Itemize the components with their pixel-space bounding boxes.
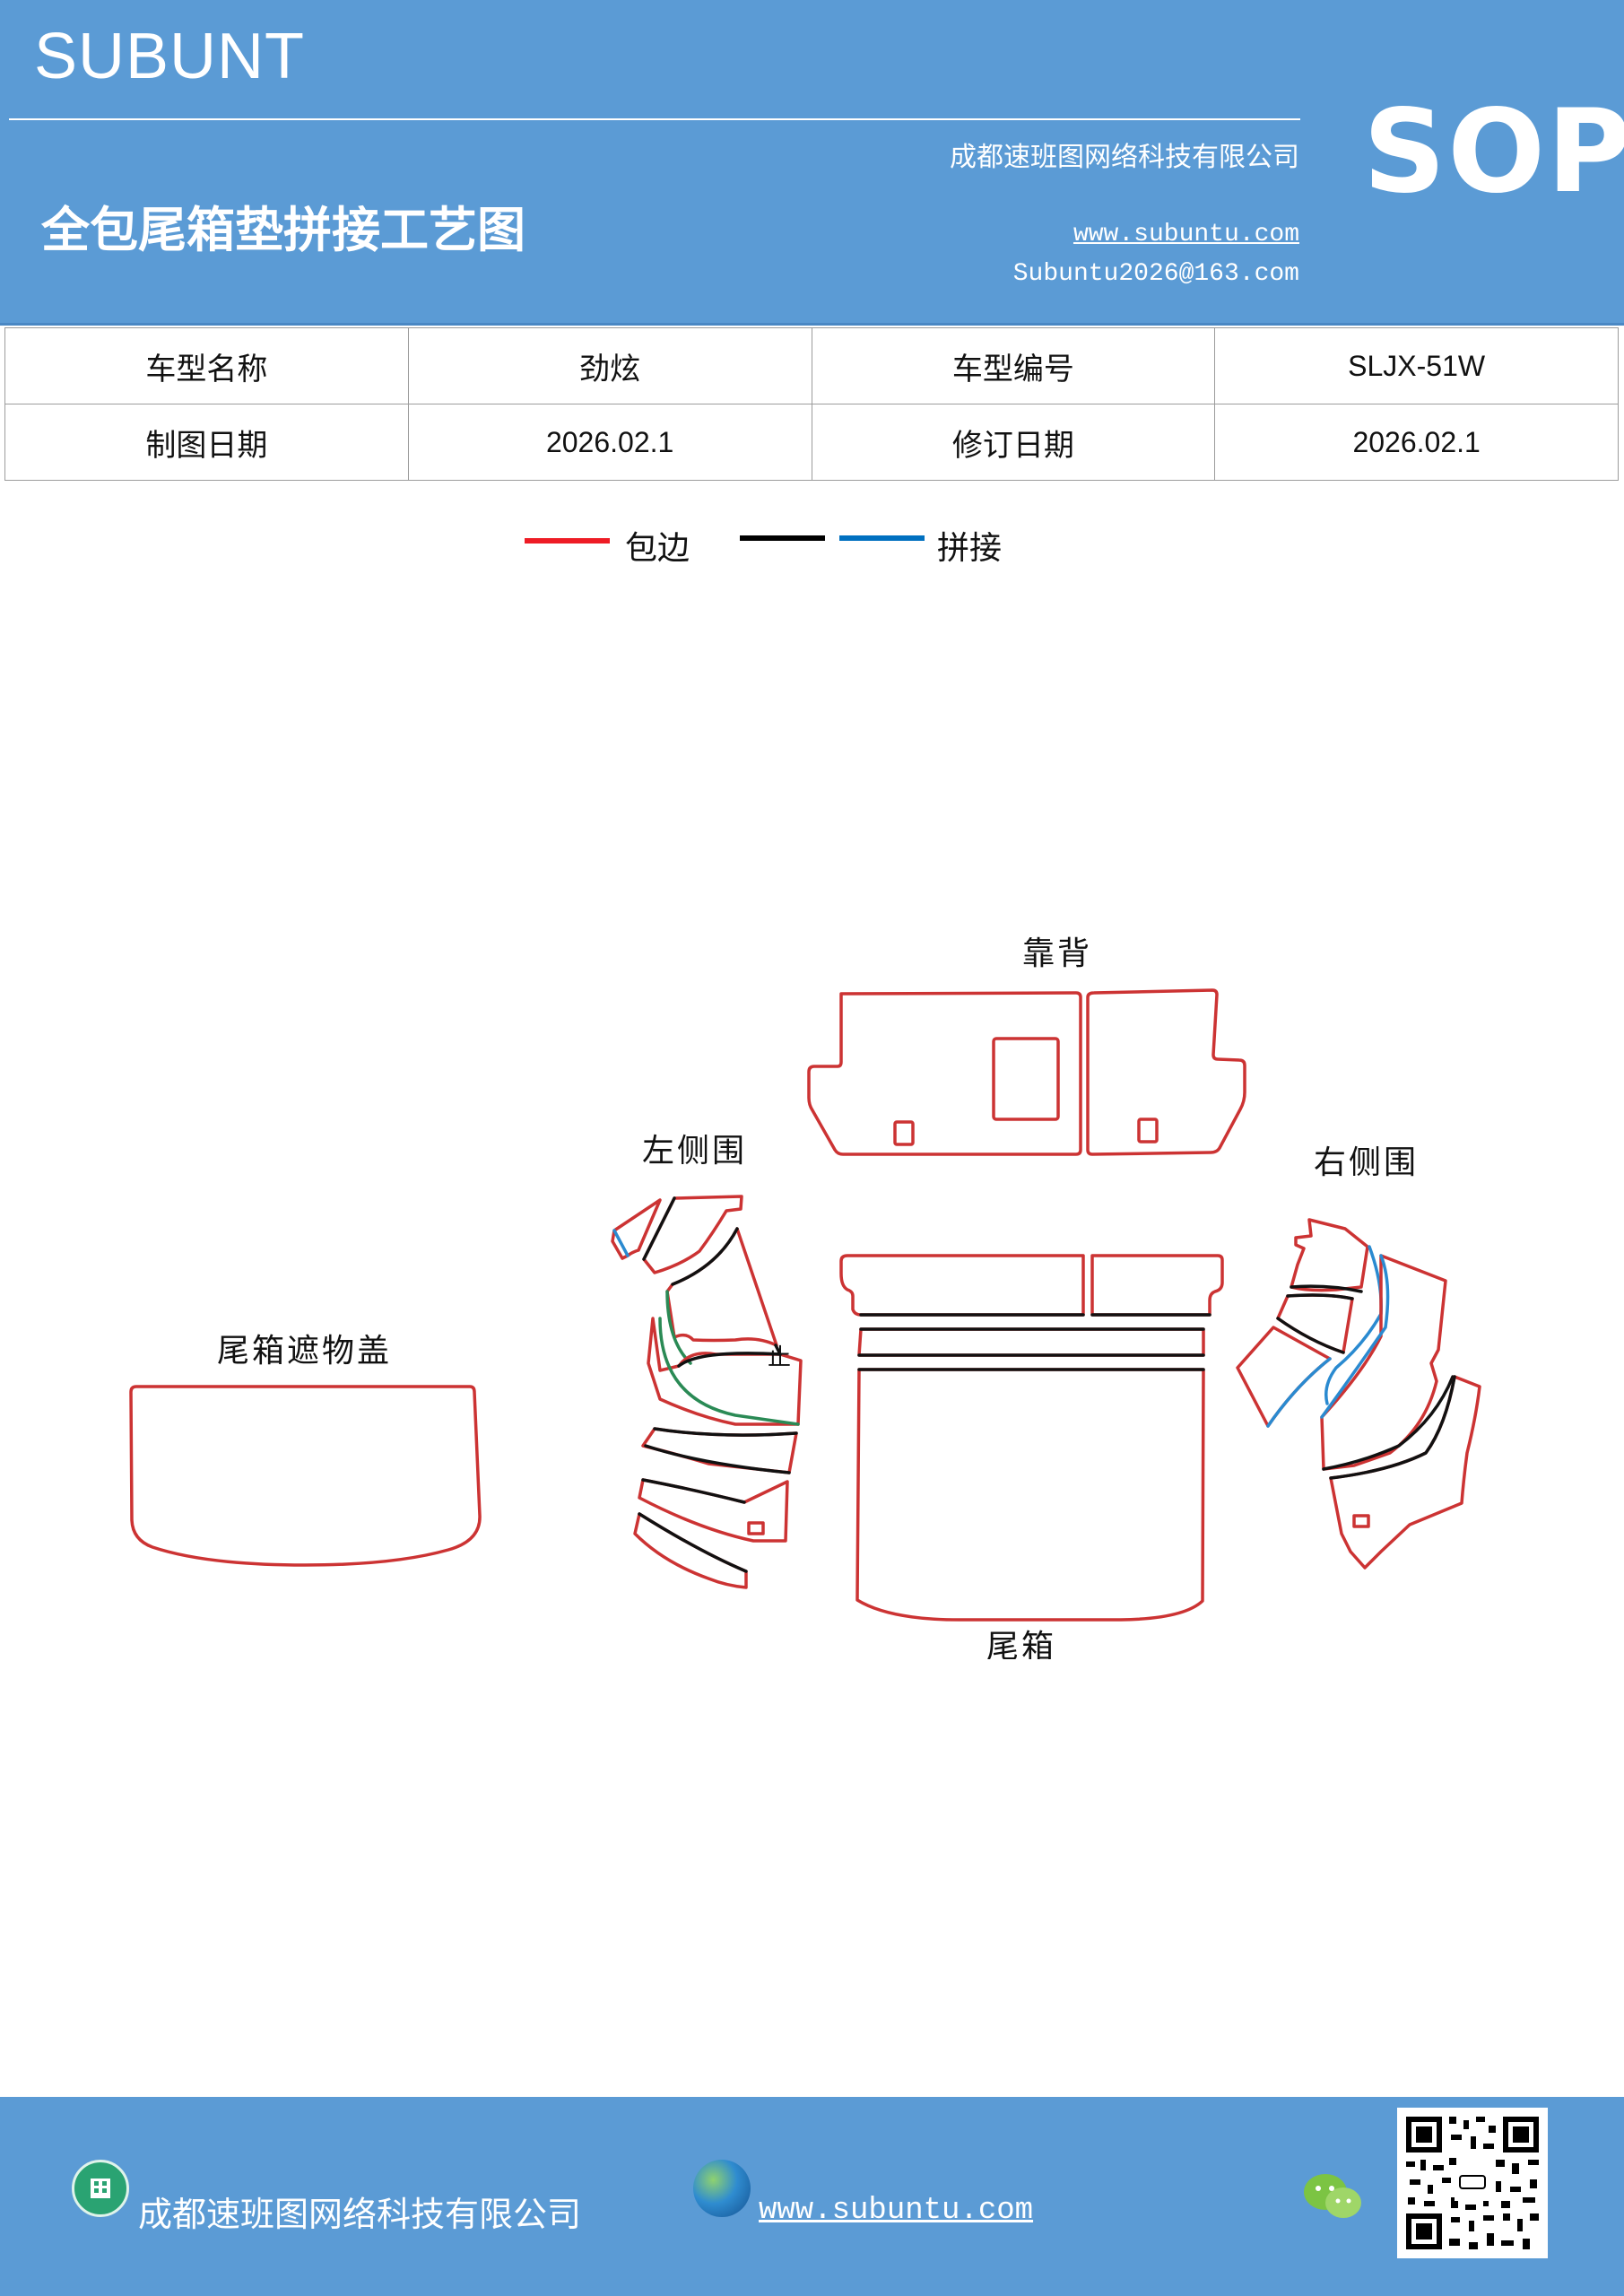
legend: 包边 拼接 (0, 520, 1624, 574)
company-name: 成都速班图网络科技有限公司 (950, 142, 1299, 173)
vehicle-info-table: 车型名称 劲炫 车型编号 SLJX-51W 制图日期 2026.02.1 修订日… (4, 327, 1619, 481)
model-code-value: SLJX-51W (1214, 327, 1619, 404)
draw-date-value: 2026.02.1 (407, 404, 812, 481)
trunk-pieces (839, 1254, 1224, 1622)
label-left-side: 左侧围 (642, 1133, 747, 1170)
label-cargo-cover: 尾箱遮物盖 (217, 1333, 392, 1370)
legend-label-edge: 包边 (625, 530, 690, 567)
revision-date-label: 修订日期 (811, 404, 1216, 481)
model-name-value: 劲炫 (407, 327, 812, 404)
legend-label-splice: 拼接 (937, 530, 1003, 567)
footer-banner: 成都速班图网络科技有限公司 www.subuntu.com (0, 2097, 1624, 2296)
legend-swatch-edge (525, 538, 610, 544)
label-trunk: 尾箱 (986, 1629, 1056, 1659)
left-side-pieces: 止 (611, 1195, 803, 1589)
globe-icon (693, 2160, 751, 2217)
brand-name: SUBUNT (34, 21, 306, 92)
footer-website-link[interactable]: www.subuntu.com (759, 2194, 1034, 2228)
revision-date-value: 2026.02.1 (1214, 404, 1619, 481)
building-glyph (91, 2179, 110, 2198)
header-divider (9, 118, 1300, 120)
website-link[interactable]: www.subuntu.com (1073, 221, 1299, 248)
table-row: 车型名称 劲炫 车型编号 SLJX-51W (4, 327, 1619, 404)
right-side-pieces (1236, 1218, 1481, 1570)
footer-company-name: 成都速班图网络科技有限公司 (138, 2195, 582, 2234)
building-icon (72, 2160, 129, 2217)
table-row: 制图日期 2026.02.1 修订日期 2026.02.1 (4, 404, 1619, 481)
wechat-icon[interactable] (1302, 2170, 1365, 2224)
qr-code (1397, 2108, 1548, 2258)
pattern-diagram: 靠背 尾箱 尾箱遮物盖 止 左 (129, 935, 1481, 1659)
document-title: 全包尾箱垫拼接工艺图 (41, 202, 525, 258)
model-code-label: 车型编号 (811, 327, 1216, 404)
sop-badge: SOP (1363, 85, 1624, 219)
label-right-side: 右侧围 (1314, 1144, 1419, 1181)
label-stop-mark: 止 (768, 1344, 794, 1371)
legend-swatch-black (740, 535, 825, 541)
cargo-cover-piece (129, 1385, 482, 1567)
label-backrest: 靠背 (1022, 935, 1092, 972)
model-name-label: 车型名称 (4, 327, 409, 404)
email-address: Subuntu2026@163.com (1012, 260, 1299, 288)
header-banner: SUBUNT 成都速班图网络科技有限公司 全包尾箱垫拼接工艺图 www.subu… (0, 0, 1624, 326)
draw-date-label: 制图日期 (4, 404, 409, 481)
legend-swatch-blue (839, 535, 925, 541)
backrest-pieces (807, 988, 1246, 1156)
